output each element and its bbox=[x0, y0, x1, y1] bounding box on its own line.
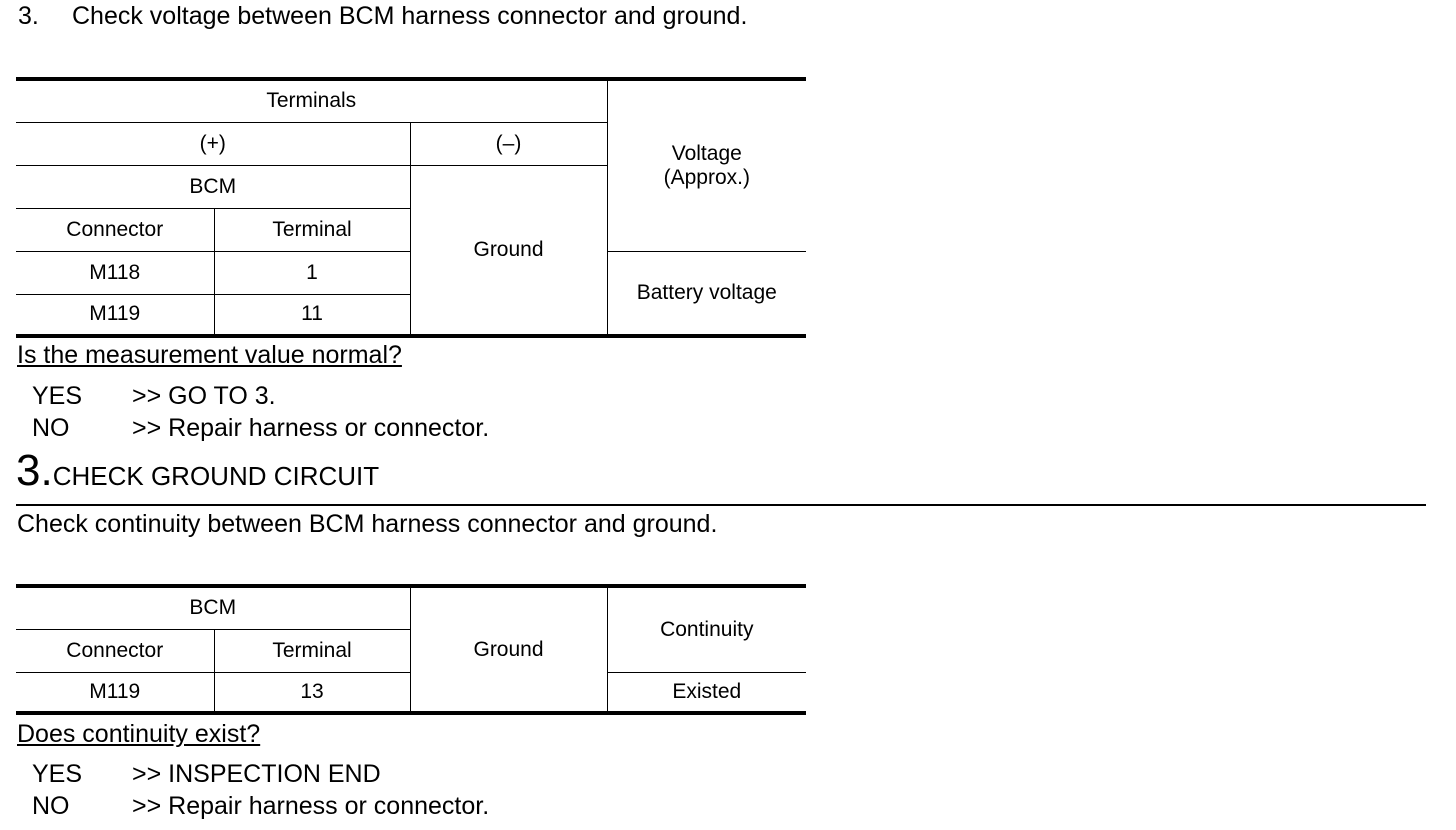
table-row: M118 1 Battery voltage bbox=[16, 250, 807, 338]
ground-cell: Ground bbox=[409, 164, 608, 338]
section-number: 3. bbox=[16, 446, 53, 495]
section-divider bbox=[16, 504, 1426, 506]
voltage-header: Voltage (Approx.) bbox=[606, 77, 807, 252]
connector-cell: M119 bbox=[16, 671, 215, 715]
terminals-header: Terminals bbox=[16, 77, 608, 123]
plus-header: (+) bbox=[16, 121, 411, 166]
answer-no: NO>> Repair harness or connector. bbox=[32, 792, 490, 820]
bcm-header: BCM bbox=[16, 584, 411, 630]
connector-cell: M118 bbox=[16, 250, 215, 295]
step-text: Check voltage between BCM harness connec… bbox=[72, 2, 748, 30]
section-title: CHECK GROUND CIRCUIT bbox=[52, 461, 380, 491]
table-row: M119 11 bbox=[16, 293, 806, 338]
continuity-table: BCM Ground Continuity Connector Terminal… bbox=[16, 584, 807, 715]
continuity-header: Continuity bbox=[606, 584, 807, 673]
step-number: 3. bbox=[18, 2, 39, 30]
connector-header: Connector bbox=[16, 628, 215, 673]
answer-yes: YES>> INSPECTION END bbox=[32, 760, 381, 788]
step-instruction: 3. Check voltage between BCM harness conn… bbox=[18, 2, 747, 31]
question-continuity: Does continuity exist? bbox=[17, 720, 261, 748]
answer-yes: YES>> GO TO 3. bbox=[32, 382, 276, 410]
terminal-header: Terminal bbox=[213, 207, 411, 252]
terminal-header: Terminal bbox=[213, 628, 411, 673]
section-description: Check continuity between BCM harness con… bbox=[17, 510, 718, 538]
answer-no: NO>> Repair harness or connector. bbox=[32, 414, 490, 442]
voltage-value: Battery voltage bbox=[606, 250, 807, 338]
voltage-table: Terminals Voltage (Approx.) (+) (–) BCM … bbox=[16, 77, 807, 338]
terminal-cell: 11 bbox=[213, 293, 411, 338]
connector-cell: M119 bbox=[16, 293, 215, 338]
bcm-header: BCM bbox=[16, 164, 411, 209]
terminal-cell: 13 bbox=[213, 671, 411, 715]
connector-header: Connector bbox=[16, 207, 215, 252]
continuity-value: Existed bbox=[606, 671, 807, 715]
minus-header: (–) bbox=[409, 121, 608, 166]
table-row: M119 13 Existed bbox=[16, 671, 807, 715]
question-measurement: Is the measurement value normal? bbox=[17, 341, 402, 369]
terminal-cell: 1 bbox=[213, 250, 411, 295]
section-heading: 3.CHECK GROUND CIRCUIT bbox=[16, 446, 379, 496]
ground-cell: Ground bbox=[409, 584, 608, 715]
